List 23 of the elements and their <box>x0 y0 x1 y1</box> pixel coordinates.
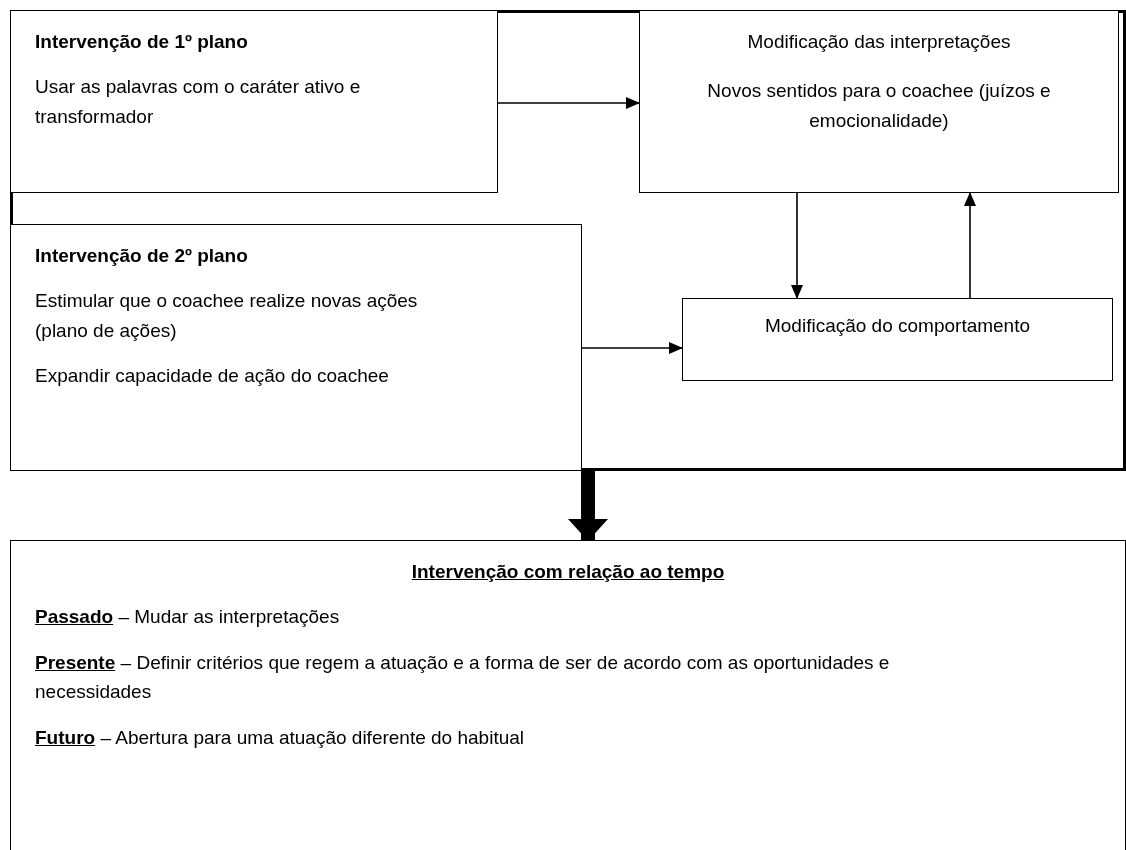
body-text: Modificação das interpretações <box>746 30 1012 54</box>
body-text: Modificação do comportamento <box>763 314 1032 338</box>
arrow <box>964 192 976 299</box>
heading: Intervenção com relação ao tempo <box>410 560 726 584</box>
thick-arrow <box>568 471 608 541</box>
arrow <box>581 342 683 354</box>
body-text: Expandir capacidade de ação do coachee <box>35 364 390 389</box>
intervention-box <box>10 10 498 193</box>
body-text: Estimular que o coachee realize novas ações (plano de ações) <box>35 289 419 343</box>
outcome-box <box>639 10 1119 193</box>
frame-box <box>10 10 1126 471</box>
outcome-box <box>682 298 1113 381</box>
arrow <box>497 97 640 109</box>
body-text: Futuro – Abertura para uma atuação diferente do habitual <box>35 725 525 750</box>
body-text: Passado – Mudar as interpretações <box>35 605 341 630</box>
arrow <box>791 192 803 299</box>
intervention-box <box>10 224 582 471</box>
summary-box <box>10 540 1126 850</box>
body-text: Presente – Definir critérios que regem a atuação e a forma de ser de acordo com as oportunidades e necessidades <box>35 650 891 705</box>
heading: Intervenção de 2º plano <box>35 244 249 268</box>
body-text: Usar as palavras com o caráter ativo e transformador <box>35 75 362 129</box>
body-text: Novos sentidos para o coachee (juízos e emocionalidade) <box>706 79 1052 133</box>
heading: Intervenção de 1º plano <box>35 30 249 54</box>
